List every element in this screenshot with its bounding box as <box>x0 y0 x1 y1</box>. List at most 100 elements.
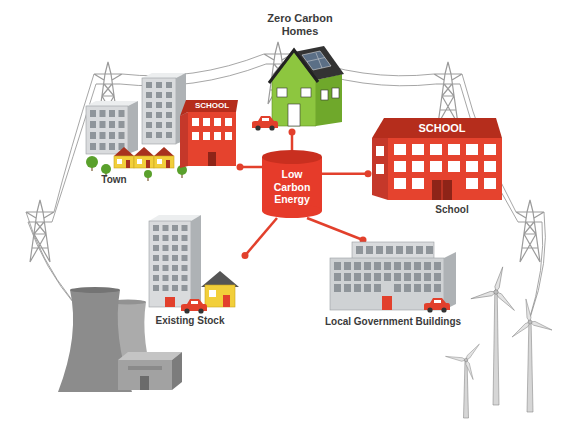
window <box>344 284 351 292</box>
power-line <box>28 222 76 306</box>
school-side <box>372 138 388 200</box>
car-wheel <box>255 125 260 130</box>
window <box>156 92 162 98</box>
window <box>394 262 401 270</box>
window <box>484 161 496 172</box>
government-building-drawing <box>330 242 456 313</box>
car-window <box>191 301 198 304</box>
window <box>356 246 363 254</box>
window <box>364 262 371 270</box>
house-roof <box>294 46 344 80</box>
building-label: Zero Carbon Homes <box>256 12 344 38</box>
terraced-house <box>134 156 154 168</box>
turbine-tower <box>527 322 533 412</box>
window <box>384 262 391 270</box>
window <box>119 110 125 117</box>
window <box>153 275 159 281</box>
window <box>203 118 210 126</box>
window <box>376 246 383 254</box>
car-window <box>262 118 269 121</box>
window <box>100 143 106 150</box>
existing-stock-drawing <box>135 215 245 331</box>
car-body <box>252 116 278 128</box>
window <box>182 235 188 241</box>
window <box>374 273 381 281</box>
house-window <box>321 90 328 100</box>
house-door <box>288 104 300 126</box>
existing-stock-drawing <box>149 215 239 314</box>
window <box>466 161 478 172</box>
window <box>414 273 421 281</box>
cooling-tower-rim <box>70 287 120 293</box>
window <box>182 285 188 291</box>
school-roof <box>372 118 502 138</box>
terraced-house <box>154 156 174 168</box>
power-lines <box>26 54 545 324</box>
window <box>156 82 162 88</box>
turbine-rotor <box>469 261 525 313</box>
building-side <box>128 101 138 154</box>
window <box>394 178 406 189</box>
reactor-window <box>128 366 162 370</box>
window <box>448 161 460 172</box>
cylinder-body <box>262 157 322 211</box>
building-label: Town <box>101 174 126 186</box>
reactor-building <box>118 360 172 390</box>
power-line <box>530 212 545 318</box>
car-body <box>424 298 450 310</box>
window <box>203 132 210 140</box>
window <box>366 246 373 254</box>
house-window <box>137 159 142 164</box>
wind-turbines <box>444 261 554 418</box>
window <box>192 132 199 140</box>
window <box>90 110 96 117</box>
window <box>364 284 371 292</box>
window <box>153 285 159 291</box>
window <box>364 273 371 281</box>
turbine-rotor <box>505 295 553 339</box>
energy-cylinder-drawing <box>262 150 322 218</box>
window <box>412 178 424 189</box>
window <box>146 132 152 138</box>
reactor-door <box>140 376 149 390</box>
window <box>153 255 159 261</box>
window <box>109 143 115 150</box>
energy-connector <box>245 218 277 256</box>
zero-carbon-home-drawing <box>252 46 344 131</box>
house-roof <box>134 147 154 156</box>
power-line <box>122 54 264 76</box>
window <box>172 225 178 231</box>
window <box>430 161 442 172</box>
tower-block <box>142 78 176 144</box>
car-window <box>434 300 441 303</box>
school-door <box>432 180 452 200</box>
building-door <box>165 297 175 307</box>
window <box>163 275 169 281</box>
turbine-rotor <box>444 332 494 382</box>
window <box>153 265 159 271</box>
house-window <box>301 88 311 97</box>
house-roof <box>154 147 174 156</box>
car-body <box>181 299 207 311</box>
connector-dot <box>365 170 372 177</box>
window <box>344 273 351 281</box>
energy-connector <box>322 173 368 176</box>
building-label: Existing Stock <box>156 315 225 327</box>
window <box>90 143 96 150</box>
window <box>172 255 178 261</box>
window <box>100 132 106 139</box>
school-door-split <box>442 180 443 200</box>
cylinder-label: Low Carbon Energy <box>265 168 319 206</box>
energy-cylinder: Low Carbon Energy <box>262 150 322 218</box>
house-door <box>146 160 150 168</box>
building-label: School <box>435 204 468 216</box>
house-door <box>166 160 170 168</box>
window <box>182 225 188 231</box>
window <box>163 235 169 241</box>
window <box>384 273 391 281</box>
window <box>166 82 172 88</box>
house-door <box>223 295 230 307</box>
window <box>146 82 152 88</box>
window <box>344 262 351 270</box>
